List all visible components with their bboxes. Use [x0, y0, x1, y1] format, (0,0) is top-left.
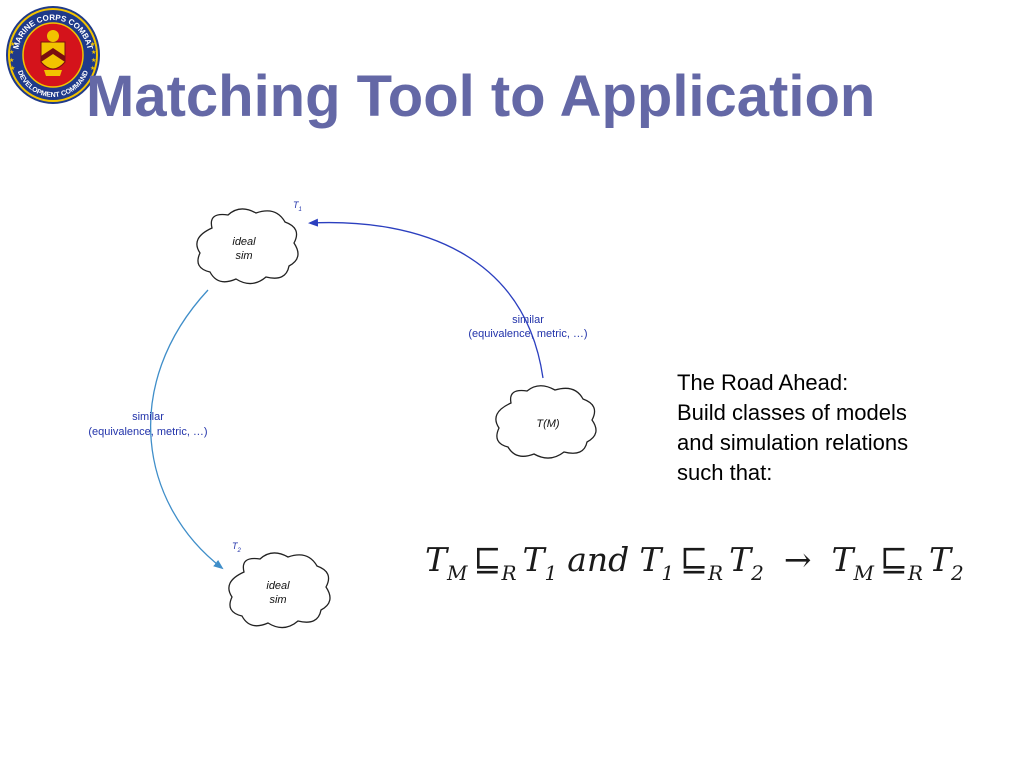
- cloud-t2-line1: ideal: [266, 580, 290, 592]
- formula-term-tm: TM: [425, 540, 468, 585]
- road-ahead-line-4: such that:: [677, 460, 773, 485]
- svg-text:★: ★: [9, 49, 14, 56]
- formula-arrow: →: [783, 540, 812, 579]
- logo-stars-left: ★★★★: [9, 41, 15, 72]
- road-ahead-line-2: Build classes of models: [677, 400, 907, 425]
- formula-and: and: [567, 540, 630, 579]
- cloud-t1-line1: ideal: [232, 236, 256, 248]
- formula-term-t1b: T1: [639, 540, 675, 585]
- formula-term-t1: T1: [522, 540, 558, 585]
- road-ahead-line-3: and simulation relations: [677, 430, 909, 455]
- edge-left-label-2: (equivalence, metric, …): [88, 426, 207, 438]
- svg-text:★: ★: [91, 57, 96, 64]
- marine-corps-logo: MARINE CORPS COMBAT DEVELOPMENT COMMAND …: [6, 6, 100, 104]
- cloud-t1-line2: sim: [235, 250, 252, 262]
- svg-text:★: ★: [10, 65, 15, 72]
- edge-right-label-1: similar: [512, 314, 544, 326]
- cloud-tm: T(M): [495, 385, 597, 459]
- formula-relation-1: ⊑R: [473, 540, 517, 585]
- logo-shield-icon: [40, 30, 66, 76]
- formula-relation-2: ⊑R: [680, 540, 724, 585]
- svg-text:★: ★: [90, 41, 95, 48]
- t2-label: T2: [232, 541, 242, 554]
- edge-right-label-2: (equivalence, metric, …): [468, 328, 587, 340]
- formula-relation-3: ⊑R: [879, 540, 923, 585]
- similar-arrow-left: [150, 289, 224, 570]
- svg-text:★: ★: [90, 65, 95, 72]
- cloud-ideal-sim-t2: ideal sim: [228, 552, 331, 629]
- formula-term-tm2: TM: [831, 540, 874, 585]
- cloud-tm-text: T(M): [536, 418, 560, 430]
- svg-text:★: ★: [9, 57, 14, 64]
- cloud-ideal-sim-t1: ideal sim: [196, 208, 299, 285]
- svg-text:★: ★: [91, 49, 96, 56]
- logo-stars-right: ★★★★: [90, 41, 96, 72]
- t1-label: T1: [293, 200, 302, 213]
- road-ahead-text: The Road Ahead: Build classes of models …: [677, 368, 967, 488]
- svg-text:★: ★: [10, 41, 15, 48]
- similar-arrow-right: [308, 218, 544, 379]
- page-title: Matching Tool to Application: [86, 64, 876, 129]
- cloud-t2-line2: sim: [269, 594, 286, 606]
- formula-term-t2b: T2: [928, 540, 964, 585]
- road-ahead-line-1: The Road Ahead:: [677, 370, 849, 395]
- edge-left-label-1: similar: [132, 411, 164, 423]
- formula-term-t2: T2: [729, 540, 764, 585]
